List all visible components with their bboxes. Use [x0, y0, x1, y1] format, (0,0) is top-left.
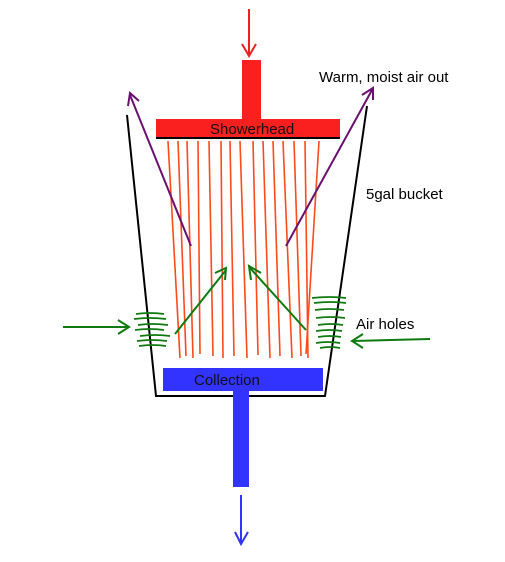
bucket-label: 5gal bucket [366, 186, 444, 203]
air-holes-label: Air holes [356, 316, 414, 333]
air-holes-right [311, 296, 347, 349]
showerhead-bar [156, 119, 340, 138]
moist-air-arrow-right [285, 86, 374, 247]
collection-bar [163, 368, 323, 391]
collection-pipe [233, 390, 249, 487]
air-intake-arrow-right [350, 333, 431, 349]
air-holes-left [133, 312, 171, 347]
collection-label: Collection [194, 372, 260, 389]
water-outlet-arrow [234, 495, 249, 547]
airflow-arrow-left [174, 266, 228, 335]
warm-air-label: Warm, moist air out [319, 69, 449, 86]
showerhead: Showerhead [156, 60, 340, 139]
air-intake-arrow-left [63, 319, 131, 335]
showerhead-pipe [242, 60, 261, 120]
airflow-arrow-right [247, 264, 307, 331]
water-inlet-arrow [241, 9, 257, 58]
showerhead-label: Showerhead [210, 121, 294, 138]
water-streams [167, 140, 320, 359]
collection-tray: Collection [163, 368, 323, 487]
moist-air-arrow-left [127, 91, 192, 247]
